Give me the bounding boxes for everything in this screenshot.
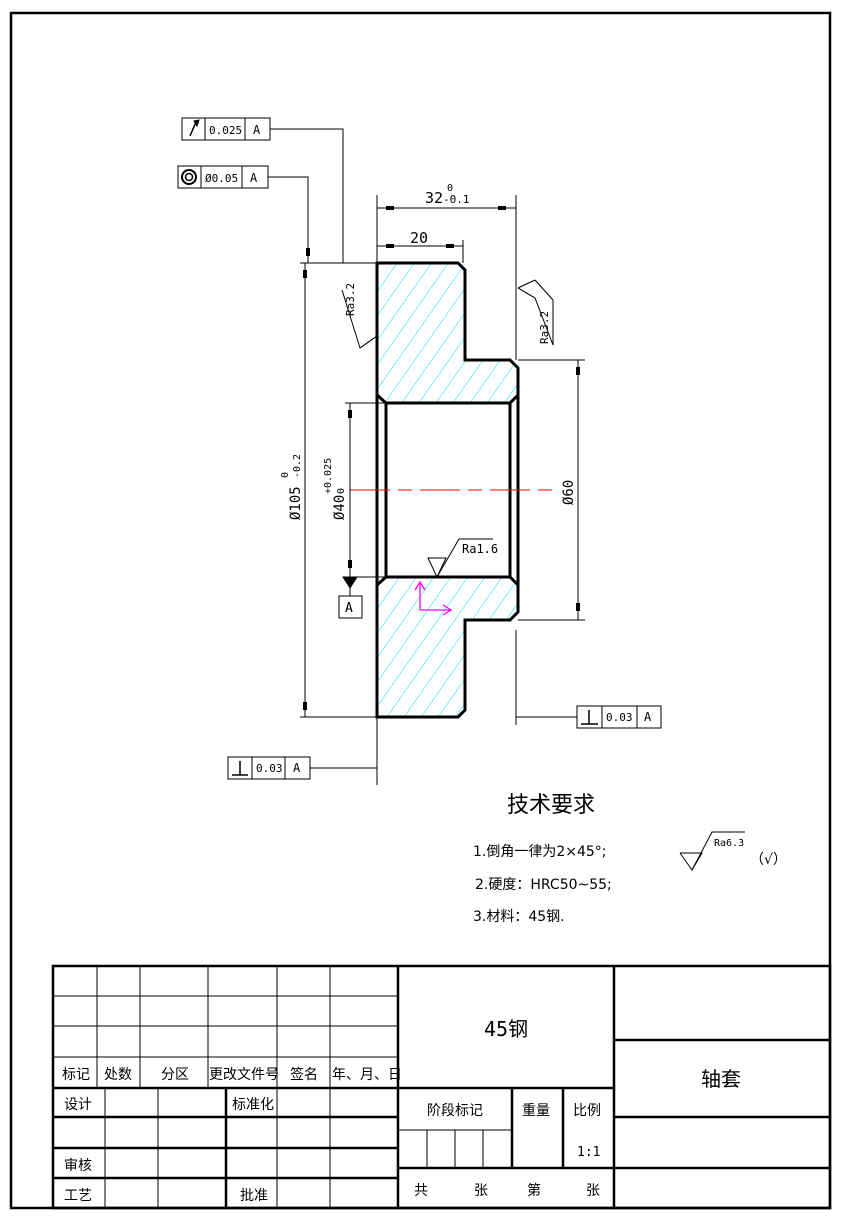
dim-outer-diameter: Ø105 0 -0.2 — [280, 454, 304, 520]
hatch-top — [375, 261, 520, 405]
perpendicularity-icon — [581, 710, 598, 725]
dim-overall-length: 32 0 -0.1 — [425, 183, 470, 207]
svg-text:A: A — [644, 710, 652, 724]
dim-hub-diameter: Ø60 — [561, 480, 577, 505]
svg-text:重量: 重量 — [522, 1103, 550, 1119]
svg-text:工艺: 工艺 — [64, 1188, 92, 1204]
svg-text:-0.2: -0.2 — [292, 454, 303, 478]
svg-text:A: A — [253, 123, 261, 137]
coordinate-axes-icon — [414, 580, 453, 616]
svg-text:设计: 设计 — [64, 1097, 92, 1113]
part-section — [350, 261, 560, 719]
svg-text:+0.025: +0.025 — [323, 458, 334, 494]
datum-a: A — [338, 576, 363, 619]
hatch-bottom — [375, 575, 520, 719]
roughness-general: Ra6.3 （√） — [679, 831, 787, 871]
tolerance-perpendicularity-left: 0.03 A — [227, 756, 377, 780]
svg-text:签名: 签名 — [290, 1066, 318, 1083]
svg-text:Ra6.3: Ra6.3 — [714, 838, 744, 849]
svg-text:Ra1.6: Ra1.6 — [462, 542, 498, 556]
svg-text:0: 0 — [280, 472, 291, 478]
roughness-left: Ra3.2 — [341, 283, 378, 349]
svg-text:（√）: （√） — [750, 852, 787, 868]
concentricity-icon — [181, 169, 197, 185]
svg-text:批准: 批准 — [240, 1188, 268, 1204]
svg-text:A: A — [293, 761, 301, 775]
svg-text:共: 共 — [414, 1183, 428, 1199]
svg-text:0: 0 — [447, 183, 453, 194]
dim-bore-diameter: Ø40 +0.025 0 — [323, 458, 348, 520]
svg-text:0.025: 0.025 — [209, 124, 242, 137]
tolerance-runout: 0.025 A — [181, 117, 344, 263]
svg-text:2.硬度：HRC50~55;: 2.硬度：HRC50~55; — [475, 877, 612, 893]
svg-text:Ø105: Ø105 — [288, 486, 304, 520]
svg-text:0.03: 0.03 — [606, 711, 633, 724]
svg-text:张: 张 — [474, 1183, 488, 1199]
svg-text:Ø40: Ø40 — [332, 495, 348, 520]
svg-text:1:1: 1:1 — [577, 1145, 600, 1160]
title-block: 标记 处数 分区 更改文件号 签名 年、月、日 设计 标准化 审核 工艺 批准 … — [51, 964, 832, 1210]
svg-text:32: 32 — [425, 189, 443, 207]
svg-text:0.03: 0.03 — [256, 762, 283, 775]
part-name: 轴套 — [701, 1067, 741, 1091]
svg-text:比例: 比例 — [573, 1103, 601, 1119]
svg-text:A: A — [250, 171, 258, 185]
material: 45钢 — [484, 1017, 528, 1041]
svg-text:更改文件号: 更改文件号 — [209, 1067, 279, 1083]
svg-text:技术要求: 技术要求 — [507, 793, 595, 818]
svg-text:阶段标记: 阶段标记 — [427, 1103, 483, 1119]
svg-text:第: 第 — [527, 1182, 541, 1199]
svg-text:年、月、日: 年、月、日 — [332, 1067, 402, 1083]
svg-text:标记: 标记 — [62, 1067, 90, 1083]
svg-text:标准化: 标准化 — [232, 1097, 274, 1113]
roughness-bore: Ra1.6 — [427, 538, 498, 579]
tech-requirements: 技术要求 1.倒角一律为2×45°; 2.硬度：HRC50~55; 3.材料：4… — [473, 793, 612, 925]
svg-text:A: A — [345, 601, 353, 616]
svg-text:-0.1: -0.1 — [443, 193, 470, 206]
perpendicularity-icon — [232, 761, 248, 776]
svg-text:Ra3.2: Ra3.2 — [344, 283, 357, 316]
circular-runout-icon — [189, 119, 200, 137]
tolerance-concentricity: Ø0.05 A — [177, 165, 310, 263]
svg-text:1.倒角一律为2×45°;: 1.倒角一律为2×45°; — [473, 844, 607, 860]
roughness-right: Ra3.2 — [517, 279, 554, 346]
svg-text:Ø0.05: Ø0.05 — [205, 172, 238, 185]
svg-text:张: 张 — [586, 1183, 600, 1199]
tolerance-perpendicularity-right: 0.03 A — [516, 705, 662, 729]
dimensions — [300, 195, 585, 785]
dim-flange-length: 20 — [410, 229, 428, 247]
svg-text:分区: 分区 — [161, 1067, 189, 1083]
svg-text:3.材料：45钢.: 3.材料：45钢. — [473, 909, 565, 925]
svg-text:审核: 审核 — [64, 1158, 92, 1174]
svg-text:Ra3.2: Ra3.2 — [538, 311, 551, 344]
svg-text:处数: 处数 — [104, 1067, 132, 1083]
svg-text:0: 0 — [336, 488, 347, 494]
